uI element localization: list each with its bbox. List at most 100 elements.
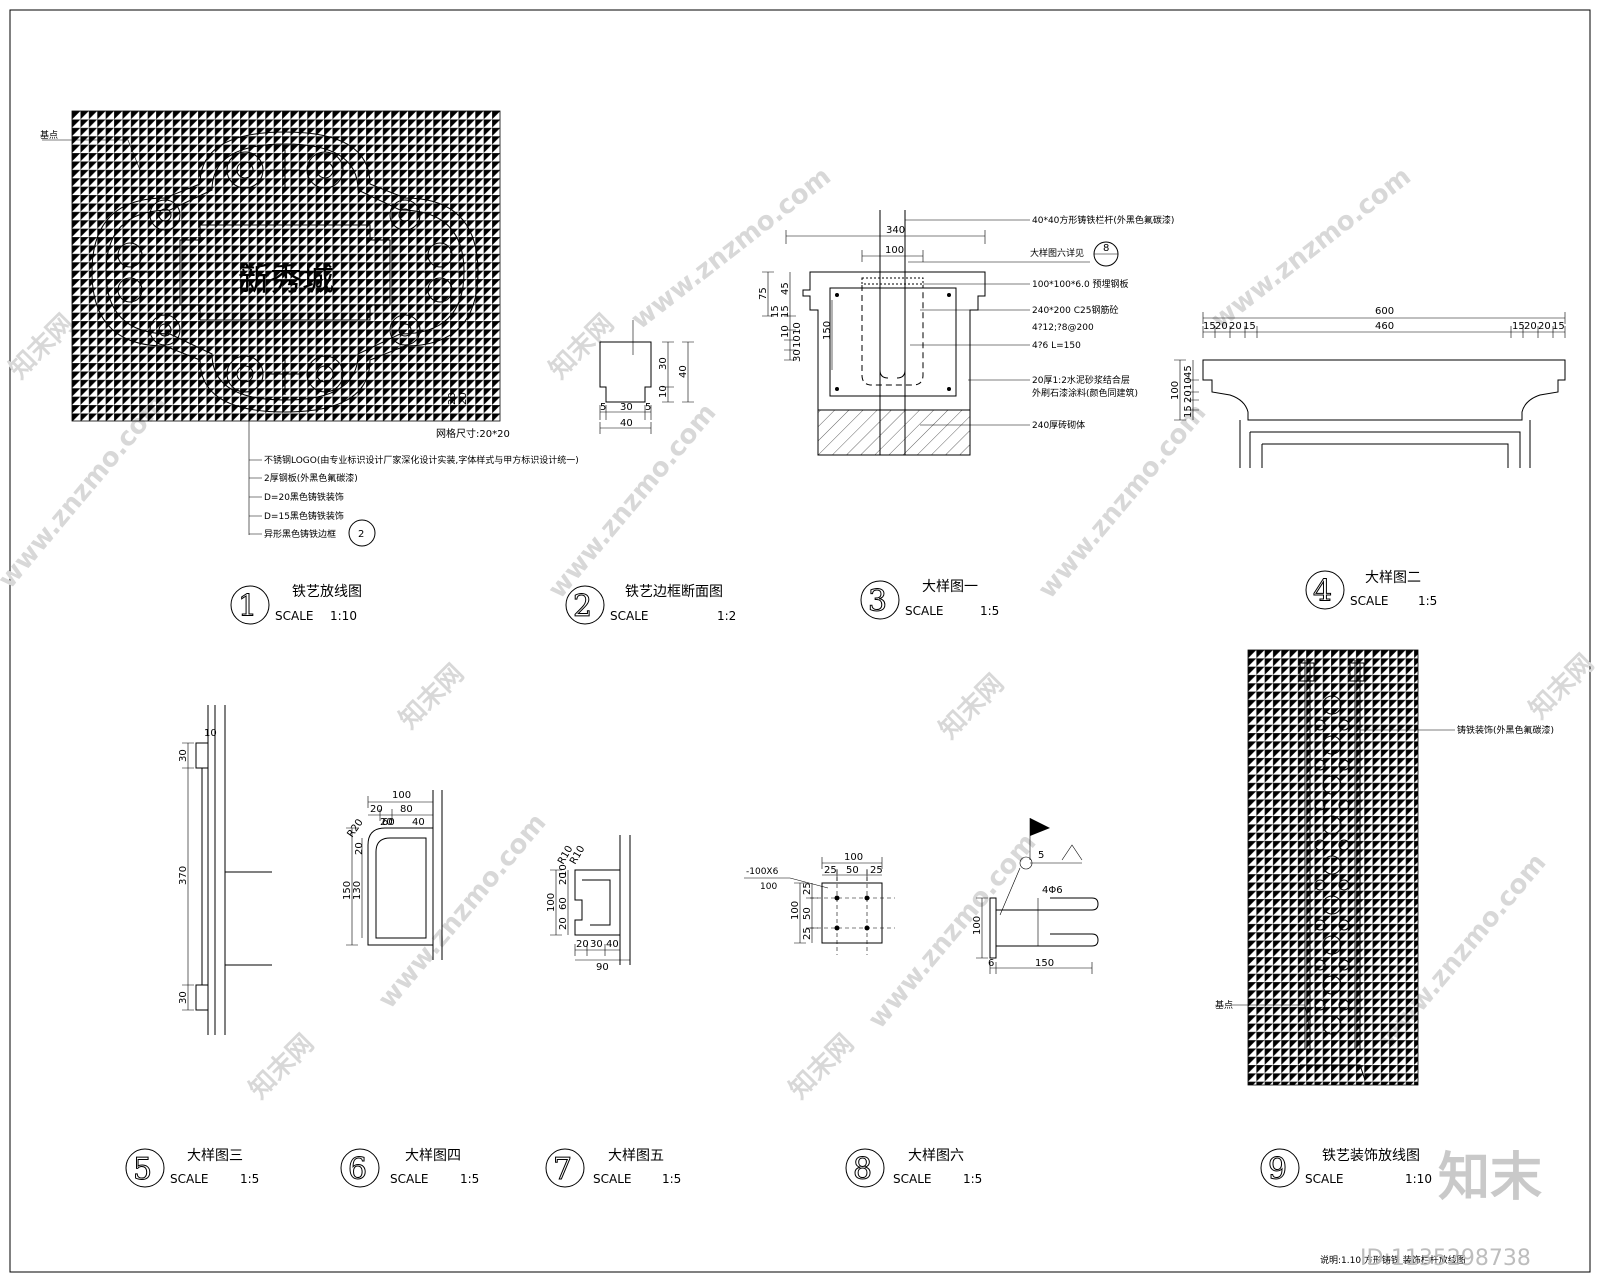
detail-number: 6 — [348, 1152, 367, 1187]
detail-title-5: 5 大样图三 SCALE 1:5 — [125, 1148, 259, 1188]
detail-3-drawing: 340 100 75 45 15 15 150 10 10 10 30 40*4… — [758, 210, 1174, 456]
detail-number: 9 — [1268, 1152, 1287, 1187]
callout-iron: 铸铁装饰(外黑色氟碳漆) — [1457, 724, 1554, 736]
scale-value: 1:5 — [963, 1172, 982, 1186]
dim-label: 20 — [1524, 321, 1537, 332]
scale-label: SCALE — [170, 1172, 208, 1186]
detail-title: 大样图四 — [405, 1148, 461, 1164]
watermark-brand: 知末网 — [544, 309, 620, 385]
dim-label: 25 — [802, 927, 813, 940]
scale-label: SCALE — [275, 609, 313, 623]
watermark-text: www.znzmo.com — [372, 808, 552, 1014]
detail-8-plate-drawing: -100X6 100 100 25 50 25 100 25 50 25 — [744, 852, 895, 955]
scale-label: SCALE — [1350, 594, 1388, 608]
scale-label: SCALE — [610, 609, 648, 623]
detail-8-anchor-drawing: 5 4Φ6 100 6 150 — [972, 818, 1099, 974]
detail-title-1: 1 铁艺放线图 SCALE 1:10 — [230, 584, 362, 625]
scale-value: 1:2 — [717, 609, 736, 623]
plate-sub: 100 — [760, 882, 777, 892]
callout-ref-text: 大样图六详见 — [1030, 247, 1084, 259]
dim-label: 20 — [1229, 321, 1242, 332]
logo-mark: 知末 — [1438, 1148, 1542, 1208]
dim-label: 20 — [1183, 390, 1194, 403]
detail-5-drawing: 10 30 370 30 — [178, 705, 272, 1035]
detail-number: 8 — [853, 1152, 872, 1187]
detail-title: 大样图五 — [608, 1148, 664, 1164]
dim-label: 25 — [824, 865, 837, 876]
dim-label: 15 — [1183, 405, 1194, 418]
dim-label: 130 — [352, 881, 363, 900]
scale-value: 1:5 — [980, 604, 999, 618]
dim-label: 80 — [400, 804, 413, 815]
dim-label: 20 — [576, 939, 589, 950]
dim-label: 60 — [382, 817, 395, 828]
detail-title: 铁艺放线图 — [292, 584, 362, 600]
dim-label: 100 — [844, 852, 863, 863]
dim-label: 90 — [596, 962, 609, 973]
dim-label: 100 — [1170, 381, 1181, 400]
detail-number: 2 — [573, 589, 592, 624]
dim-label: 20 — [354, 842, 365, 855]
watermark-brand: 知末网 — [784, 1029, 860, 1105]
detail-title-8: 8 大样图六 SCALE 1:5 — [845, 1148, 982, 1188]
scale-label: SCALE — [593, 1172, 631, 1186]
callout-railing: 40*40方形铸铁栏杆(外黑色氟碳漆) — [1032, 214, 1174, 226]
dim-label: 30 — [620, 402, 633, 413]
dim-label: 30 — [178, 991, 189, 1004]
watermark-brand: 知末网 — [244, 1029, 320, 1105]
dim-label: 30 — [178, 749, 189, 762]
dim-label: 40 — [606, 939, 619, 950]
dim-label: 5 — [645, 402, 651, 413]
detail-number: 5 — [133, 1152, 152, 1187]
detail-title: 大样图六 — [908, 1148, 964, 1164]
watermark-brand: 知末网 — [1524, 649, 1600, 725]
detail-title-6: 6 大样图四 SCALE 1:5 — [340, 1148, 479, 1188]
callout-iron-d15: D=15黑色铸铁装饰 — [264, 510, 344, 522]
dim-label: 15 — [1512, 321, 1525, 332]
detail-2-drawing: 30 10 40 5 30 5 40 — [599, 320, 694, 434]
dim-label: 20 — [558, 872, 569, 885]
base-point-label: 基点 — [1215, 999, 1233, 1011]
detail-9-drawing: 铸铁装饰(外黑色氟碳漆) 基点 — [1215, 649, 1554, 1086]
watermark-text: www.znzmo.com — [862, 828, 1042, 1034]
dim-label: 40 — [412, 817, 425, 828]
dim-label: 10 — [558, 864, 569, 877]
grid-dim: 20 — [447, 392, 458, 405]
logo-text: 新秀城 — [238, 260, 334, 298]
detail-title-7: 7 大样图五 SCALE 1:5 — [545, 1148, 681, 1188]
dim-label: 100 — [392, 790, 411, 801]
dim-label: 20 — [1215, 321, 1228, 332]
dim-label: 100 — [546, 893, 557, 912]
callout-steel-plate: 2厚钢板(外黑色氟碳漆) — [264, 472, 358, 484]
scale-label: SCALE — [1305, 1172, 1343, 1186]
dim-label: 25 — [870, 865, 883, 876]
ref-number: 2 — [358, 529, 364, 540]
scale-value: 1:5 — [1418, 594, 1437, 608]
scale-value: 1:5 — [240, 1172, 259, 1186]
dim-label: 50 — [846, 865, 859, 876]
callout-plate: 100*100*6.0 预埋钢板 — [1032, 278, 1129, 290]
dim-label: 150 — [822, 321, 833, 340]
watermark-text: www.znzmo.com — [542, 398, 722, 604]
dim-label: 25 — [802, 882, 813, 895]
base-point-label: 基点 — [40, 129, 58, 141]
dim-label: 340 — [886, 225, 905, 236]
detail-number: 7 — [553, 1152, 572, 1187]
dim-label: 5 — [1038, 850, 1044, 861]
detail-title-2: 2 铁艺边框断面图 SCALE 1:2 — [565, 584, 736, 625]
dim-label: 150 — [342, 881, 353, 900]
watermark-brand: 知末网 — [934, 669, 1010, 745]
dim-label: 10 — [204, 728, 217, 739]
dim-label: 20 — [380, 817, 393, 828]
callout-rebar: 4?12;?8@200 — [1032, 323, 1094, 333]
detail-number: 4 — [1313, 574, 1332, 609]
detail-1-drawing: 新秀城 基点 20 20 网格尺寸:20*20 不锈钢LOGO(由专业标识设计厂… — [40, 110, 579, 547]
detail-title: 大样图一 — [922, 579, 978, 595]
callout-paint: 外刷石漆涂料(颜色同建筑) — [1032, 387, 1138, 399]
callout-concrete: 240*200 C25钢筋砼 — [1032, 304, 1118, 316]
scale-label: SCALE — [390, 1172, 428, 1186]
ref-number: 8 — [1103, 243, 1109, 254]
dim-label: 15 — [1203, 321, 1216, 332]
scale-value: 1:10 — [330, 609, 357, 623]
dim-label: R20 — [345, 817, 365, 839]
